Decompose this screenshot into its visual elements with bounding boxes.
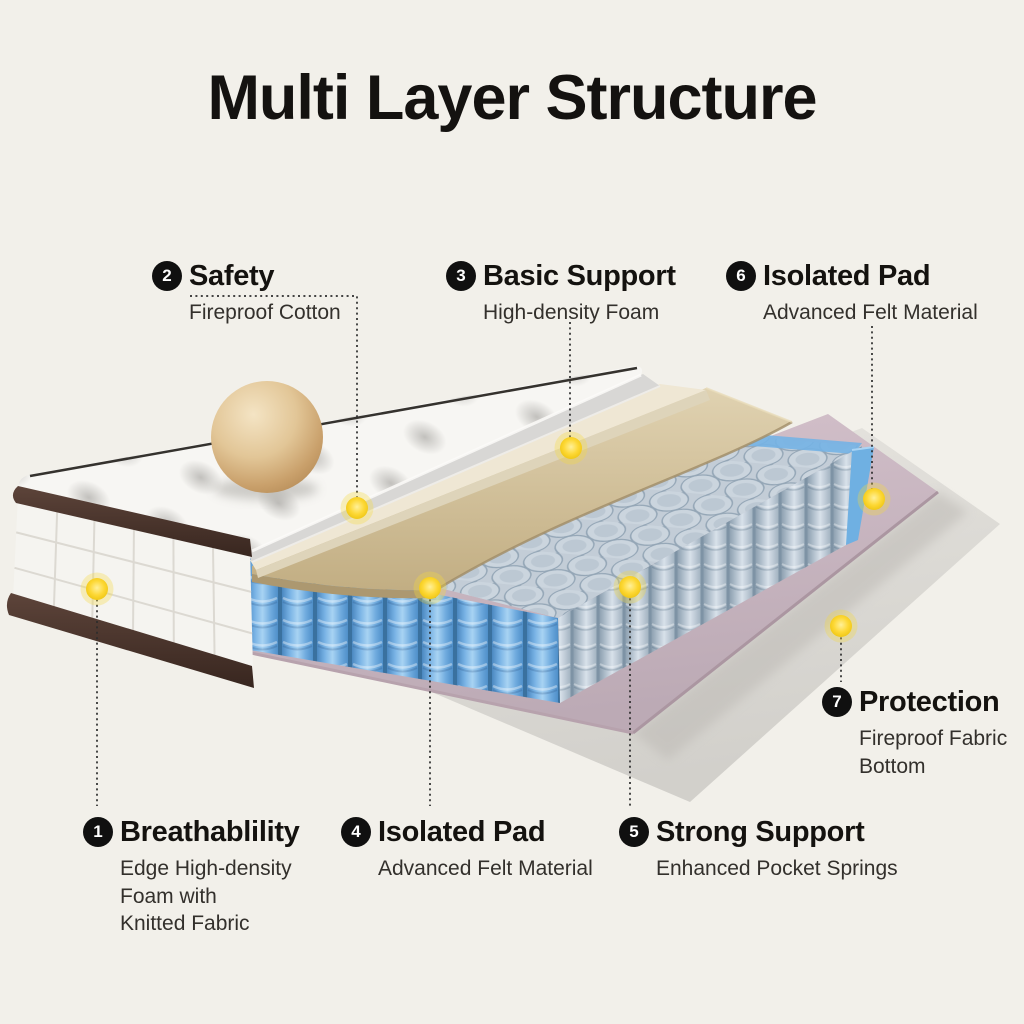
callout-description: High-density Foam: [483, 301, 660, 324]
piping-bottom: [6, 593, 254, 688]
marker-dot-protection: [824, 609, 858, 643]
marker-dot-safety: [340, 491, 374, 525]
callout-strong-support: 5 Strong Support Enhanced Pocket Springs: [619, 816, 898, 883]
step-badge-7: 7: [822, 687, 852, 717]
callout-heading: Isolated Pad: [763, 259, 931, 292]
callout-description: Fireproof Fabric Bottom: [859, 727, 1008, 778]
marker-dot-strong-support: [613, 570, 647, 604]
comfort-foam-layer: [250, 384, 710, 578]
callout-isolated-pad-bottom: 4 Isolated Pad Advanced Felt Material: [341, 816, 593, 883]
callout-heading: Isolated Pad: [378, 815, 546, 848]
mattress-side-panel: [6, 486, 254, 688]
callout-description: Advanced Felt Material: [763, 301, 978, 324]
callout-breathability: 1 Breathablility Edge High-density Foam …: [83, 816, 300, 938]
wooden-ball: [211, 381, 323, 500]
callout-description: Fireproof Cotton: [189, 301, 341, 324]
callout-description: Enhanced Pocket Springs: [656, 857, 898, 880]
callout-description: Advanced Felt Material: [378, 857, 593, 880]
pocket-springs-layer: [250, 425, 875, 703]
callout-heading: Safety: [189, 259, 275, 292]
piping-top: [12, 486, 252, 557]
step-badge-3: 3: [446, 261, 476, 291]
callout-heading: Protection: [859, 685, 1000, 718]
callout-heading: Strong Support: [656, 815, 865, 848]
quilting-seams: [14, 503, 253, 659]
step-badge-2: 2: [152, 261, 182, 291]
callout-isolated-pad-top: 6 Isolated Pad Advanced Felt Material: [726, 260, 978, 327]
marker-dots: [80, 431, 891, 643]
callout-basic-support: 3 Basic Support High-density Foam: [446, 260, 676, 327]
page-title: Multi Layer Structure: [207, 63, 817, 133]
marker-dot-breathability: [80, 572, 114, 606]
callout-safety: 2 Safety Fireproof Cotton: [152, 260, 341, 327]
callout-protection: 7 Protection Fireproof Fabric Bottom: [822, 686, 1007, 780]
callout-heading: Basic Support: [483, 259, 676, 292]
connector-safety: [190, 295, 358, 500]
support-foam-layer: [252, 387, 793, 599]
callout-description: Edge High-density Foam with Knitted Fabr…: [120, 857, 292, 936]
marker-dot-isolated-pad-bottom: [413, 571, 447, 605]
callout-heading: Breathablility: [120, 815, 300, 848]
connector-lines: [96, 295, 873, 806]
marker-dot-basic-support: [554, 431, 588, 465]
step-badge-5: 5: [619, 817, 649, 847]
step-badge-4: 4: [341, 817, 371, 847]
quilted-top-layer: [18, 366, 643, 553]
marker-dot-isolated-pad-top: [857, 482, 891, 516]
step-badge-6: 6: [726, 261, 756, 291]
step-badge-1: 1: [83, 817, 113, 847]
